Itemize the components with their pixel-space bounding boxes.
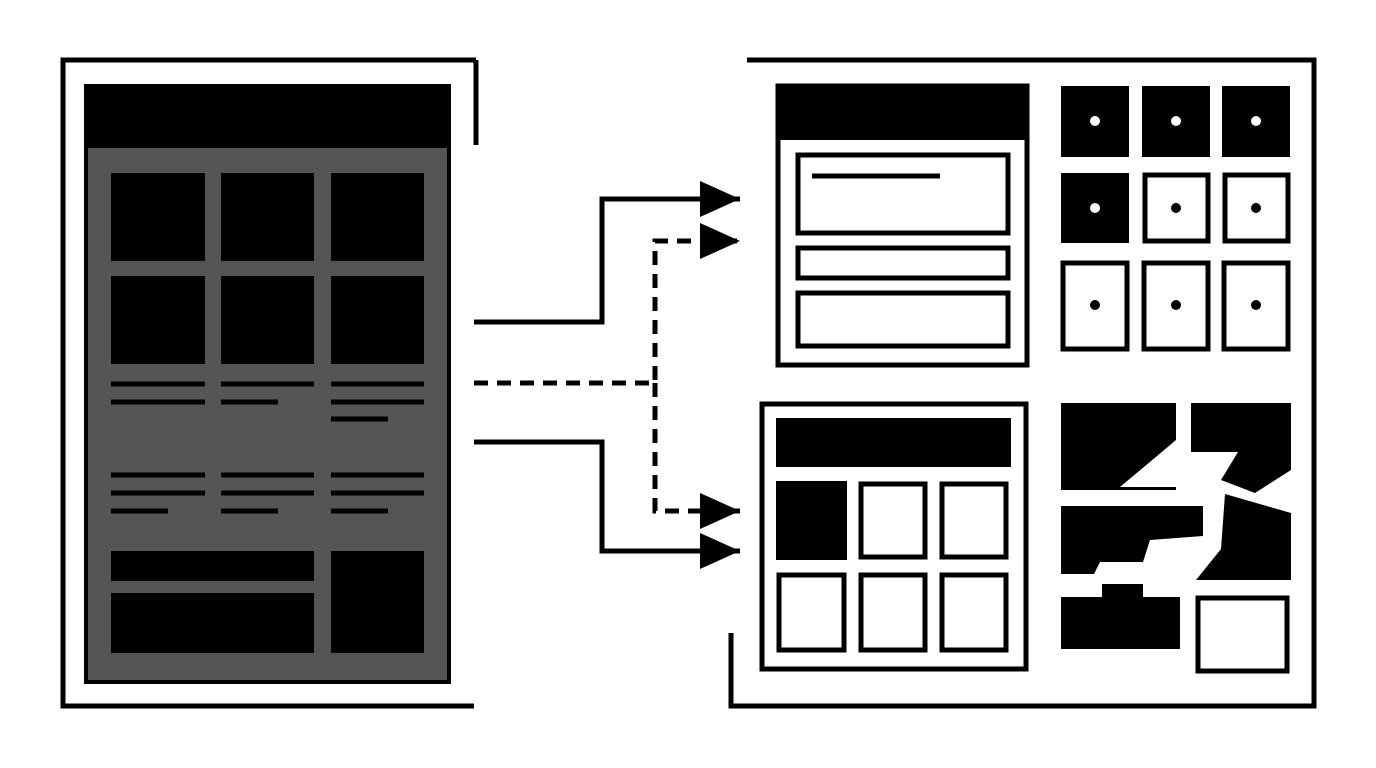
source-side-block: [331, 551, 424, 653]
dot-icon: [1090, 300, 1100, 310]
source-tile: [331, 173, 424, 261]
grid-cell-outline: [939, 481, 1009, 560]
dot-icon: [1171, 300, 1181, 310]
puzzle-piece: [1196, 494, 1291, 580]
source-text-lines: [111, 381, 424, 514]
source-tile: [111, 276, 205, 364]
puzzle-piece: [1061, 506, 1203, 574]
source-frame: [60, 57, 479, 709]
source-image-grid: [111, 173, 424, 364]
target-frame: [728, 57, 1317, 709]
source-banner: [111, 551, 314, 581]
connector-solid-upper: [474, 181, 740, 325]
dot-icon: [1251, 116, 1261, 126]
connector-solid-lower: [474, 439, 740, 569]
form-field-input: [795, 290, 1011, 349]
target-puzzle-pieces: [1061, 403, 1291, 674]
form-header-bar: [778, 86, 1027, 140]
puzzle-piece: [1191, 403, 1291, 493]
target-icon-grid: [1060, 86, 1291, 352]
target-grid-wireframe: [759, 401, 1029, 672]
source-tile: [331, 276, 424, 364]
grid-cell-filled: [776, 481, 847, 560]
grid-cell-outline: [939, 572, 1009, 653]
source-header-bar: [86, 86, 449, 148]
form-field-textarea: [795, 152, 1011, 236]
source-content-block: [111, 593, 314, 653]
connectors: [474, 181, 740, 569]
puzzle-piece: [1061, 403, 1176, 490]
source-bottom-blocks: [111, 551, 424, 653]
dot-icon: [1171, 116, 1181, 126]
dot-icon: [1251, 300, 1261, 310]
grid-cell-outline: [776, 572, 847, 653]
grid-cell-outline: [858, 572, 928, 653]
target-form-wireframe: [775, 83, 1030, 368]
connector-dashed-upper: [474, 223, 740, 386]
connector-dashed-lower: [652, 383, 740, 529]
form-field-input: [795, 245, 1011, 281]
source-tile: [221, 173, 314, 261]
puzzle-piece: [1061, 584, 1180, 649]
grid-header-bar: [776, 418, 1011, 467]
dot-icon: [1090, 116, 1100, 126]
puzzle-piece-outline: [1195, 595, 1290, 674]
source-tile: [221, 276, 314, 364]
dot-icon: [1171, 203, 1181, 213]
icon-cell-outline: [1221, 260, 1291, 352]
dot-icon: [1251, 203, 1261, 213]
source-panel: [60, 57, 479, 709]
grid-cell-outline: [858, 481, 928, 560]
source-tile: [111, 173, 205, 261]
target-panel: [728, 57, 1317, 709]
dot-icon: [1090, 203, 1100, 213]
